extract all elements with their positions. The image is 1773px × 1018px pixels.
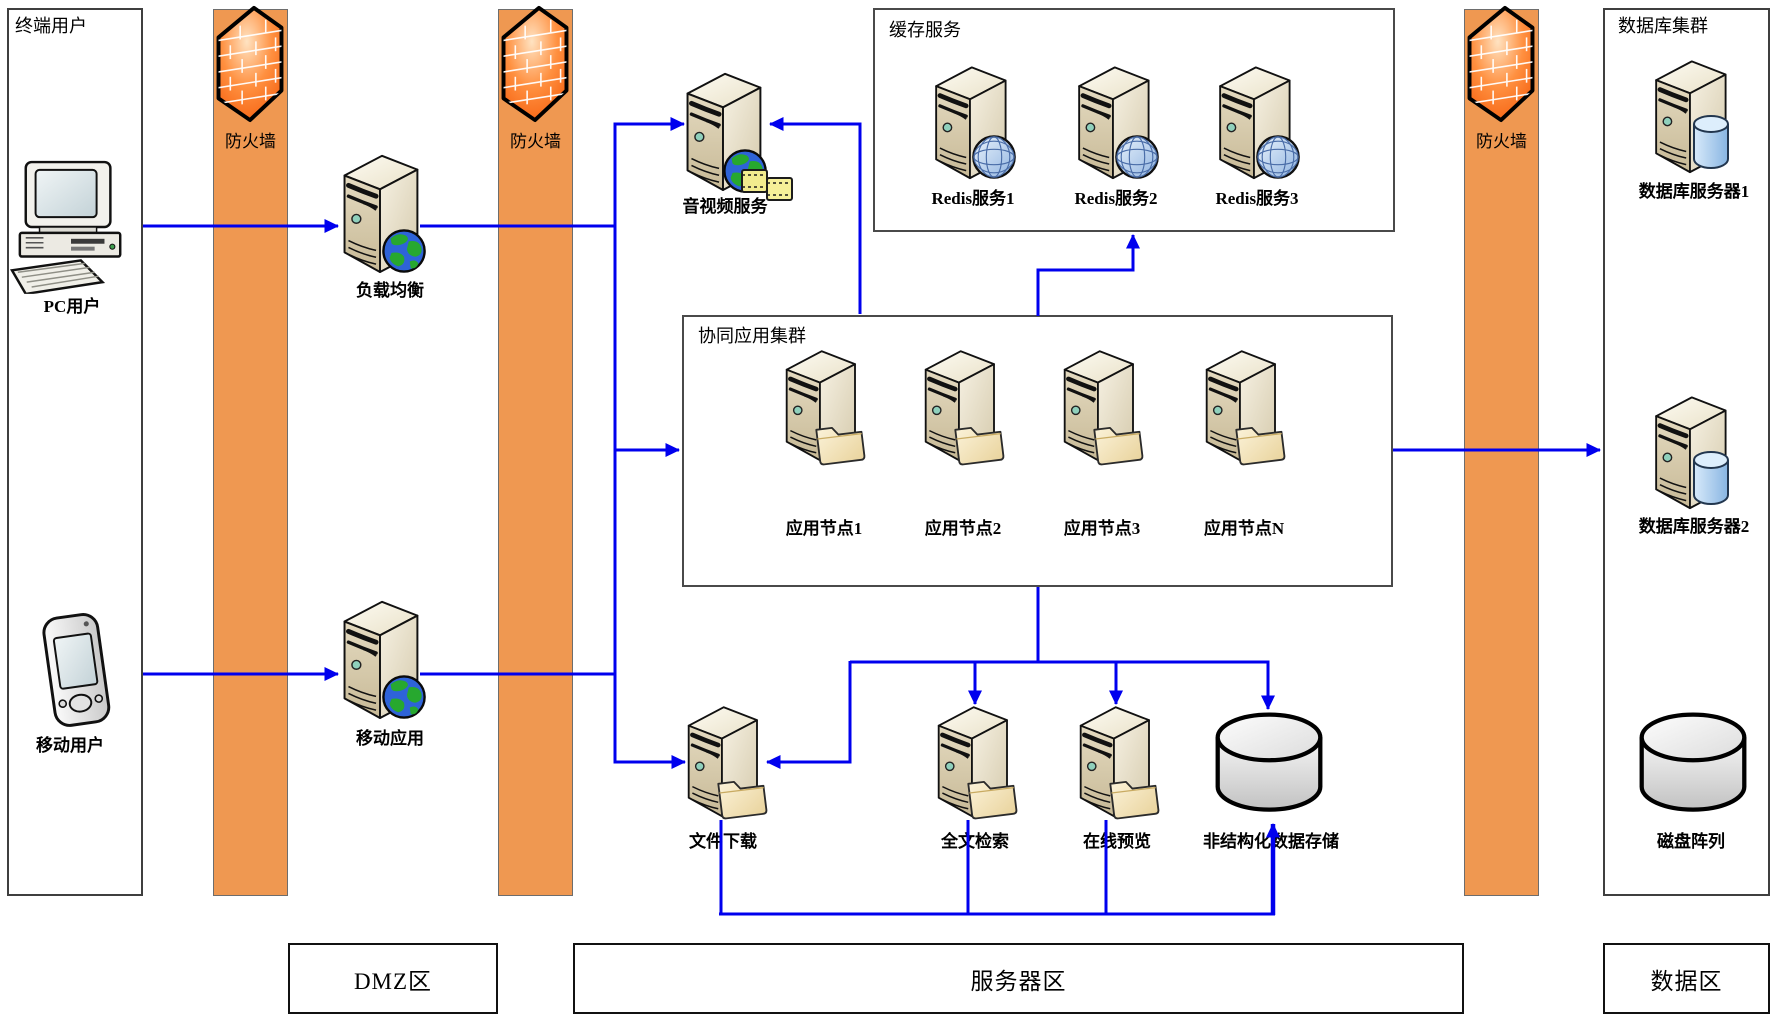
folder-icon bbox=[951, 414, 1007, 466]
globe-icon bbox=[381, 674, 427, 720]
node-mobile-app-label: 移动应用 bbox=[356, 729, 424, 748]
network-globe-icon bbox=[971, 134, 1017, 180]
network-globe-icon bbox=[1114, 134, 1160, 180]
folder-icon bbox=[964, 768, 1020, 820]
folder-icon bbox=[1106, 768, 1162, 820]
node-mobile-app bbox=[333, 592, 429, 722]
zone-dmz-label: DMZ区 bbox=[353, 968, 433, 994]
node-app-node2-label: 应用节点2 bbox=[924, 519, 1002, 538]
group-app-cluster-label: 协同应用集群 bbox=[698, 326, 806, 346]
node-file-download-label: 文件下载 bbox=[689, 832, 757, 851]
wire-trunk bbox=[613, 117, 686, 769]
group-cache-label: 缓存服务 bbox=[889, 20, 961, 40]
firewall-brick-icon bbox=[210, 2, 290, 124]
node-pc-user-label: PC用户 bbox=[43, 297, 101, 316]
node-redis2 bbox=[1068, 58, 1168, 184]
node-unstructured-storage bbox=[1212, 708, 1326, 820]
firewall-column-1 bbox=[213, 9, 288, 896]
node-redis3 bbox=[1209, 58, 1309, 184]
node-fulltext-search-label: 全文检索 bbox=[941, 832, 1009, 851]
node-fulltext-search bbox=[928, 698, 1024, 824]
database-cylinder-icon bbox=[1691, 450, 1731, 508]
group-end-users bbox=[7, 8, 143, 896]
node-redis3-label: Redis服务3 bbox=[1215, 189, 1299, 208]
node-mobile-user bbox=[30, 610, 122, 732]
node-app-node1-label: 应用节点1 bbox=[785, 519, 863, 538]
node-app-node2 bbox=[915, 342, 1011, 468]
network-globe-icon bbox=[1255, 134, 1301, 180]
zone-data-label: 数据区 bbox=[1650, 968, 1723, 994]
firewall-brick-icon bbox=[495, 2, 575, 124]
node-redis1-label: Redis服务1 bbox=[931, 189, 1015, 208]
group-db-cluster-label: 数据库集群 bbox=[1618, 16, 1708, 36]
wire-appcluster-to-cache bbox=[1036, 234, 1140, 316]
storage-cylinder-icon bbox=[1636, 708, 1750, 820]
zone-servers: 服务器区 bbox=[573, 943, 1464, 1014]
node-app-nodeN-label: 应用节点N bbox=[1203, 519, 1285, 538]
node-db-server1 bbox=[1645, 52, 1745, 178]
storage-cylinder-icon bbox=[1212, 708, 1326, 820]
mobile-phone-icon bbox=[30, 610, 122, 732]
node-app-node1 bbox=[776, 342, 872, 468]
group-end-users-label: 终端用户 bbox=[15, 16, 87, 36]
node-redis2-label: Redis服务2 bbox=[1074, 189, 1158, 208]
node-file-download bbox=[678, 698, 774, 824]
folder-icon bbox=[1090, 414, 1146, 466]
zone-servers-label: 服务器区 bbox=[970, 968, 1067, 994]
globe-icon bbox=[381, 228, 427, 274]
firewall-label-1: 防火墙 bbox=[225, 132, 276, 151]
folder-icon bbox=[714, 768, 770, 820]
node-online-preview bbox=[1070, 698, 1166, 824]
firewall-brick-icon bbox=[1461, 2, 1541, 124]
node-load-balancer bbox=[333, 146, 429, 276]
node-disk-array bbox=[1636, 708, 1750, 820]
firewall-label-3: 防火墙 bbox=[1476, 132, 1527, 151]
node-av-service bbox=[676, 64, 804, 204]
wire-to-file-download bbox=[766, 661, 852, 769]
node-db-server2-label: 数据库服务器2 bbox=[1638, 517, 1750, 536]
folder-icon bbox=[812, 414, 868, 466]
firewall-column-3 bbox=[1464, 9, 1539, 896]
desktop-computer-icon bbox=[10, 160, 134, 294]
database-cylinder-icon bbox=[1691, 114, 1731, 172]
firewall-column-2 bbox=[498, 9, 573, 896]
node-app-nodeN bbox=[1196, 342, 1292, 468]
node-mobile-user-label: 移动用户 bbox=[36, 736, 104, 755]
node-app-node3 bbox=[1054, 342, 1150, 468]
node-db-server1-label: 数据库服务器1 bbox=[1638, 182, 1750, 201]
zone-data: 数据区 bbox=[1603, 943, 1770, 1014]
node-disk-array-label: 磁盘阵列 bbox=[1657, 832, 1725, 851]
node-online-preview-label: 在线预览 bbox=[1083, 832, 1151, 851]
node-load-balancer-label: 负载均衡 bbox=[356, 281, 424, 300]
node-unstructured-storage-label: 非结构化数据存储 bbox=[1203, 832, 1339, 851]
node-redis1 bbox=[925, 58, 1025, 184]
firewall-label-2: 防火墙 bbox=[510, 132, 561, 151]
node-app-node3-label: 应用节点3 bbox=[1063, 519, 1141, 538]
folder-icon bbox=[1232, 414, 1288, 466]
node-db-server2 bbox=[1645, 388, 1745, 514]
node-av-service-label: 音视频服务 bbox=[682, 197, 768, 216]
node-pc-user bbox=[10, 160, 134, 294]
zone-dmz: DMZ区 bbox=[288, 943, 498, 1014]
